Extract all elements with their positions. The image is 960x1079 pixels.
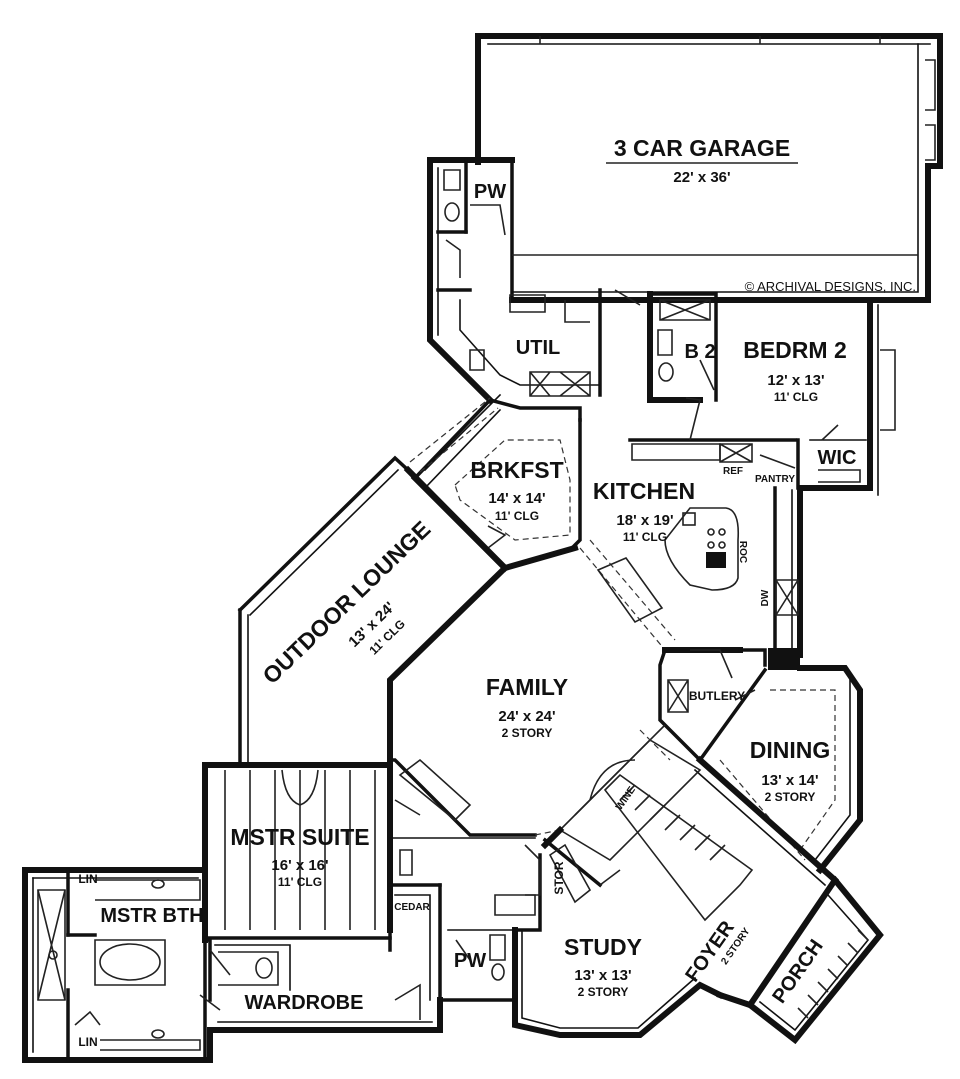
bedrm2-clg: 11' CLG xyxy=(774,390,818,404)
dining-clg: 2 STORY xyxy=(765,790,816,804)
copyright: © ARCHIVAL DESIGNS, INC. xyxy=(745,279,916,294)
study-dims: 13' x 13' xyxy=(574,967,631,984)
garage-name: 3 CAR GARAGE xyxy=(614,135,790,161)
garage-walls xyxy=(475,33,943,303)
family-walls xyxy=(387,539,676,837)
powder-room-top-walls xyxy=(427,157,515,405)
butlery-label: BUTLERY xyxy=(689,689,745,703)
dining-walls xyxy=(658,647,863,875)
mstr-suite-name: MSTR SUITE xyxy=(230,824,369,850)
porch xyxy=(745,875,884,1045)
kitchen-name: KITCHEN xyxy=(593,478,695,504)
master-bath-walls xyxy=(22,867,443,1063)
dw-label: DW xyxy=(760,589,771,606)
family-clg: 2 STORY xyxy=(502,726,553,740)
mstr-suite-dims: 16' x 16' xyxy=(271,857,328,874)
bedrm2-dims: 12' x 13' xyxy=(767,372,824,389)
util-name: UTIL xyxy=(516,337,560,359)
bedroom-2-walls xyxy=(628,291,896,496)
pw-top-name: PW xyxy=(474,181,506,203)
study-clg: 2 STORY xyxy=(578,985,629,999)
mstr-bth-name: MSTR BTH xyxy=(100,905,203,927)
b2-name: B 2 xyxy=(684,341,715,363)
roc-label: ROC xyxy=(737,541,748,563)
brkfst-clg: 11' CLG xyxy=(495,509,539,523)
util-walls xyxy=(459,288,641,422)
lin-top-label: LIN xyxy=(78,872,97,886)
outdoor-lounge-walls xyxy=(237,397,510,767)
wardrobe-name: WARDROBE xyxy=(245,992,364,1014)
bedrm2-name: BEDRM 2 xyxy=(743,337,847,363)
garage-dims: 22' x 36' xyxy=(673,169,730,186)
kitchen-dims: 18' x 19' xyxy=(616,512,673,529)
study-walls xyxy=(512,825,725,1038)
ref-label: REF xyxy=(723,466,743,477)
porch-name: PORCH xyxy=(768,936,827,1008)
family-name: FAMILY xyxy=(486,674,568,700)
brkfst-dims: 14' x 14' xyxy=(488,490,545,507)
dining-dims: 13' x 14' xyxy=(761,772,818,789)
pw-bottom-name: PW xyxy=(454,950,486,972)
pantry-label: PANTRY xyxy=(755,474,795,485)
kitchen-walls xyxy=(567,418,803,658)
master-suite-walls xyxy=(202,762,541,943)
foyer-stairs xyxy=(558,724,839,1009)
lin-bottom-label: LIN xyxy=(78,1035,97,1049)
wine-label: WINE xyxy=(614,784,638,812)
wic-name: WIC xyxy=(818,447,857,469)
mstr-suite-clg: 11' CLG xyxy=(278,875,322,889)
brkfst-name: BRKFST xyxy=(470,457,563,483)
study-name: STUDY xyxy=(564,934,642,960)
kitchen-clg: 11' CLG xyxy=(623,530,667,544)
cedar-label: CEDAR xyxy=(394,902,430,913)
family-dims: 24' x 24' xyxy=(498,708,555,725)
stor-label: STOR xyxy=(552,861,566,894)
dining-name: DINING xyxy=(750,737,831,763)
